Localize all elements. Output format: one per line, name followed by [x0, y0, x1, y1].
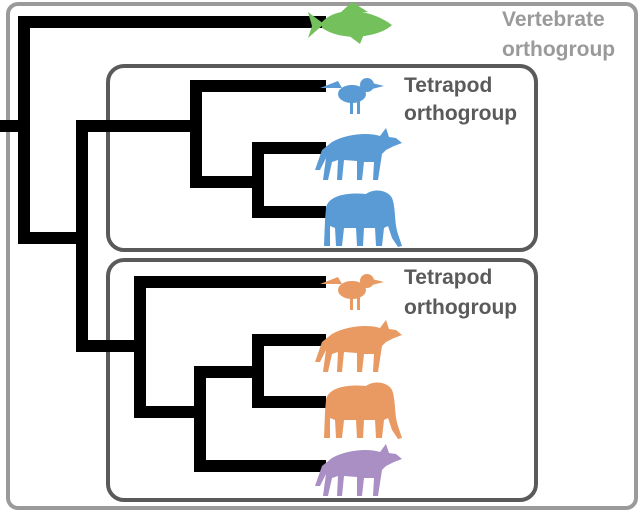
tetrapod-orthogroup-label-upper-line2: orthogroup: [404, 102, 517, 125]
wolf-icon: [315, 320, 402, 372]
elephant-icon: [324, 382, 402, 439]
vertebrate-orthogroup-label-line2: orthogroup: [502, 38, 615, 61]
vertebrate-orthogroup-label-line1: Vertebrate: [502, 8, 605, 31]
vertebrate-orthogroup-box: [6, 2, 638, 510]
tetrapod-orthogroup-label-lower-line2: orthogroup: [404, 296, 517, 319]
tetrapod-orthogroup-label-upper-line1: Tetrapod: [404, 74, 492, 97]
fish-icon: [308, 2, 392, 44]
tetrapod-orthogroup-label-lower-line1: Tetrapod: [404, 266, 492, 289]
bird-icon: [320, 274, 384, 310]
wolf-icon: [315, 128, 402, 180]
wolf-icon: [315, 444, 402, 496]
tetrapod-orthogroup-box-lower: [106, 258, 538, 502]
bird-icon: [320, 78, 384, 114]
elephant-icon: [324, 190, 402, 247]
tetrapod-orthogroup-box-upper: [106, 64, 538, 252]
tree-branches: [0, 16, 326, 472]
